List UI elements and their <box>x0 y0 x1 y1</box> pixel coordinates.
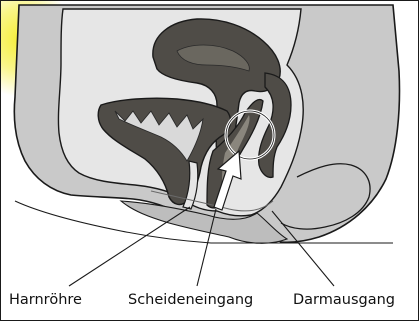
label-vaginal-opening: Scheideneingang <box>128 291 253 309</box>
leader-line-urethra <box>69 207 190 286</box>
label-anus: Darmausgang <box>293 291 395 309</box>
label-urethra: Harnröhre <box>9 291 82 309</box>
